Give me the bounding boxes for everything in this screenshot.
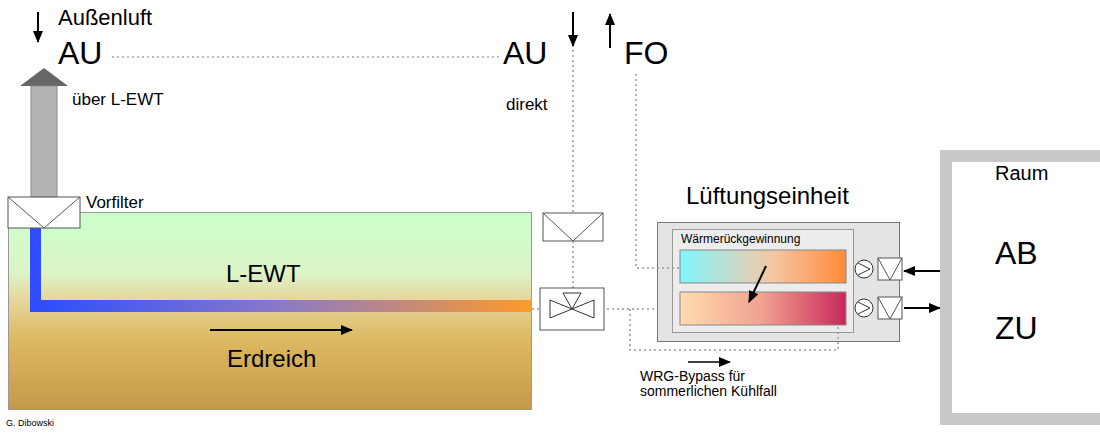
path-label: direkt [506, 96, 548, 115]
air-code: AU [503, 36, 547, 71]
filter-mark [8, 197, 80, 228]
box-heading: Wärmerückgewinnung [681, 233, 800, 246]
unit-heading: Lüftungseinheit [686, 183, 849, 209]
supply-channel [680, 292, 846, 325]
exhaust-channel [680, 250, 846, 283]
heat-transfer-arrow [749, 266, 766, 302]
ground-box: L-EWT Erdreich [8, 212, 532, 410]
fan-mark [858, 263, 870, 275]
air-code: AB [995, 236, 1038, 271]
pipe-horizontal [30, 300, 532, 312]
filter-symbol [8, 197, 80, 228]
room-outline: RaumAB ZU [940, 150, 1100, 425]
pipe-vertical [30, 226, 41, 308]
airflow-arrow [904, 270, 940, 272]
air-in-arrow [37, 12, 39, 42]
bypass-duct [630, 309, 838, 350]
heat-recovery-box: Wärmerückgewinnung [672, 229, 854, 333]
fan-mark [858, 302, 870, 314]
air-code: FO [624, 36, 668, 71]
filter-symbol [878, 258, 902, 280]
author-watermark: G. Dibowski [6, 419, 54, 429]
filter-mark [878, 297, 902, 319]
air-in-arrow [572, 12, 574, 46]
flow-arrow [210, 329, 352, 331]
node-text: Erdreich [227, 346, 316, 372]
airflow-arrow [904, 307, 940, 309]
filter-symbol [878, 297, 902, 319]
valve-symbol [550, 300, 572, 318]
fan-symbol [855, 299, 873, 317]
bypass-note: WRG-Bypass für sommerlichen Kühlfall [640, 369, 805, 400]
path-label: über L-EWT [72, 91, 164, 110]
valve-symbol [563, 293, 581, 309]
dotted-duct [572, 50, 574, 213]
dotted-duct [636, 74, 680, 268]
bypass-arrow [688, 361, 730, 363]
valve-box [540, 288, 604, 330]
part-label: Vorfilter [86, 194, 144, 213]
duct-connector [532, 308, 657, 310]
air-label: Außenluft [58, 6, 152, 30]
dotted-link [112, 56, 500, 58]
ventilation-unit: LüftungseinheitWärmerückgewinnung [657, 222, 900, 342]
intake-shaft [31, 86, 57, 197]
air-out-arrow [609, 14, 611, 48]
air-code: ZU [995, 311, 1038, 346]
dotted-duct [572, 241, 574, 288]
air-code: AU [58, 36, 102, 71]
filter-mark [878, 258, 902, 280]
filter-symbol [543, 213, 603, 241]
filter-mark [543, 213, 603, 241]
valve-symbol [572, 300, 594, 318]
room-heading: Raum [995, 162, 1048, 184]
fan-symbol [855, 260, 873, 278]
node-heading: L-EWT [226, 261, 301, 287]
